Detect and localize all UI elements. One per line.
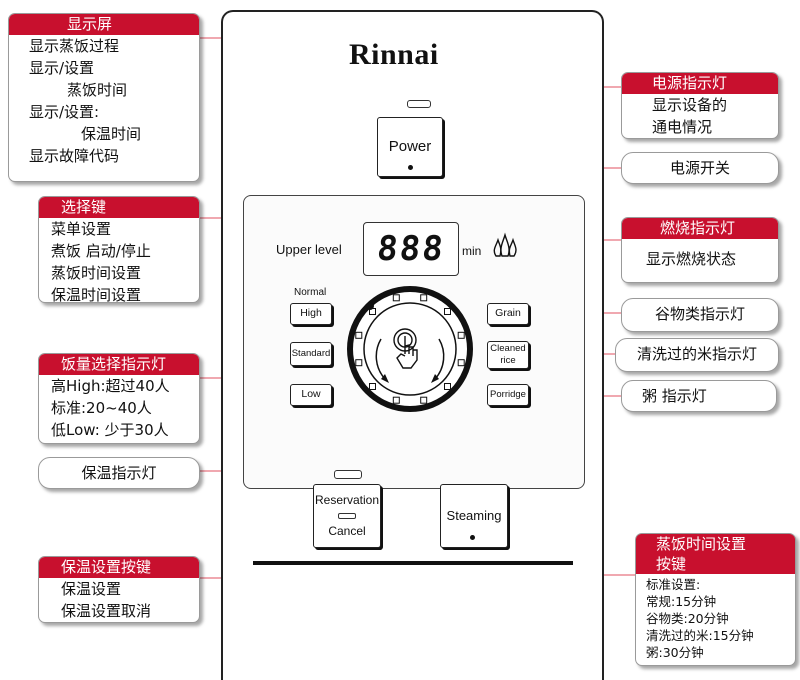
flame-callout-title: 燃烧指示灯 xyxy=(622,218,778,239)
display-line-6: 显示故障代码 xyxy=(29,147,120,165)
select-dial[interactable] xyxy=(345,284,475,414)
cleaned-rice-button[interactable]: Cleaned rice xyxy=(487,341,529,369)
dial-tick xyxy=(420,396,428,404)
porridge-button[interactable]: Porridge xyxy=(487,384,529,406)
steaming-button-dot xyxy=(470,535,475,540)
cleaned-rice-label-1: Cleaned xyxy=(490,343,526,354)
grain-lamp-callout: 谷物类指示灯 xyxy=(621,298,779,332)
standard-button-label: Standard xyxy=(291,348,331,359)
warm-lamp-callout: 保温指示灯 xyxy=(38,457,200,489)
reservation-label: Reservation xyxy=(314,493,380,507)
cancel-label: Cancel xyxy=(328,524,366,538)
display-unit: min xyxy=(462,244,482,258)
power-switch-callout: 电源开关 xyxy=(621,152,779,184)
power-button-label: Power xyxy=(388,138,432,155)
cleaned-rice-lamp-callout: 清洗过的米指示灯 xyxy=(615,338,779,372)
steam-callout-header: 蒸饭时间设置 按键 xyxy=(636,534,795,574)
dial-tick xyxy=(444,383,451,390)
warm-key-line-1: 保温设置 xyxy=(61,580,122,598)
select-callout-title: 选择键 xyxy=(39,197,199,218)
display-line-4: 显示/设置: xyxy=(29,103,100,121)
display-line-2: 显示/设置 xyxy=(29,59,95,77)
dial-tick xyxy=(355,331,363,339)
select-key-callout: 选择键 菜单设置 煮饭 启动/停止 蒸饭时间设置 保温时间设置 xyxy=(38,196,200,303)
flame-callout: 燃烧指示灯 显示燃烧状态 xyxy=(621,217,779,283)
display-line-3: 蒸饭时间 xyxy=(67,81,128,99)
display-line-5: 保温时间 xyxy=(81,125,142,143)
power-indicator-lamp xyxy=(407,100,431,108)
select-line-1: 菜单设置 xyxy=(51,220,112,238)
amount-callout: 饭量选择指示灯 高High:超过40人 标准:20~40人 低Low: 少于30… xyxy=(38,353,200,444)
steam-line-2: 常规:15分钟 xyxy=(646,594,717,609)
select-line-2: 煮饭 启动/停止 xyxy=(51,242,151,260)
warm-indicator-lamp xyxy=(334,470,362,479)
upper-level-label: Upper level xyxy=(276,242,342,257)
dial-tick xyxy=(457,331,465,339)
grain-button[interactable]: Grain xyxy=(487,303,529,325)
low-button-label: Low xyxy=(301,388,321,400)
steam-callout-title-1: 蒸饭时间设置 xyxy=(636,534,795,554)
dial-tick xyxy=(444,308,451,315)
dial-tick xyxy=(392,396,400,404)
select-line-4: 保温时间设置 xyxy=(51,286,142,303)
amount-line-3: 低Low: 少于30人 xyxy=(51,421,169,439)
dial-tick xyxy=(355,359,363,367)
cleaned-rice-label-2: rice xyxy=(500,355,516,366)
power-lamp-line-1: 显示设备的 xyxy=(652,96,728,114)
digital-display: 888 xyxy=(363,222,459,276)
steam-line-3: 谷物类:20分钟 xyxy=(646,611,729,626)
dial-tick xyxy=(369,383,376,390)
dial-indicator-dot xyxy=(366,302,374,310)
warm-key-line-2: 保温设置取消 xyxy=(61,602,152,620)
power-lamp-callout: 电源指示灯 显示设备的 通电情况 xyxy=(621,72,779,139)
amount-line-2: 标准:20~40人 xyxy=(51,399,152,417)
standard-button[interactable]: Standard xyxy=(290,342,332,366)
flame-icon xyxy=(493,232,517,257)
grain-button-label: Grain xyxy=(495,307,521,319)
dial-tick xyxy=(420,294,428,302)
reservation-lamp xyxy=(338,513,356,519)
amount-callout-title: 饭量选择指示灯 xyxy=(39,354,199,375)
dial-tick xyxy=(392,294,400,302)
select-line-3: 蒸饭时间设置 xyxy=(51,264,142,282)
steam-line-4: 清洗过的米:15分钟 xyxy=(646,628,754,643)
steaming-key-callout: 蒸饭时间设置 按键 标准设置: 常规:15分钟 谷物类:20分钟 清洗过的米:1… xyxy=(635,533,796,666)
steam-callout-title-2: 按键 xyxy=(636,554,795,574)
display-digits: 888 xyxy=(375,229,447,269)
power-lamp-line-2: 通电情况 xyxy=(652,118,713,136)
reservation-cancel-button[interactable]: Reservation Cancel xyxy=(313,484,381,548)
dial-tick xyxy=(457,359,465,367)
high-button-label: High xyxy=(300,307,322,319)
steam-line-1: 标准设置: xyxy=(646,577,701,592)
power-lamp-callout-title: 电源指示灯 xyxy=(622,73,778,94)
porridge-button-label: Porridge xyxy=(490,389,526,400)
porridge-lamp-callout: 粥 指示灯 xyxy=(621,380,777,412)
power-button-dot xyxy=(408,165,413,170)
panel-bottom-bar xyxy=(253,561,573,565)
high-button[interactable]: High xyxy=(290,303,332,325)
amount-line-1: 高High:超过40人 xyxy=(51,377,170,395)
warm-key-callout-title: 保温设置按键 xyxy=(39,557,199,578)
touch-hand-icon xyxy=(393,328,418,369)
low-button[interactable]: Low xyxy=(290,384,332,406)
steaming-label: Steaming xyxy=(446,508,502,523)
power-button[interactable]: Power xyxy=(377,117,443,177)
normal-label: Normal xyxy=(294,287,327,298)
steam-line-5: 粥:30分钟 xyxy=(646,645,704,660)
brand-logo: Rinnai xyxy=(349,38,439,71)
display-callout: 显示屏 显示蒸饭过程 显示/设置 蒸饭时间 显示/设置: 保温时间 显示故障代码 xyxy=(8,13,200,182)
flame-line-1: 显示燃烧状态 xyxy=(646,250,737,268)
display-line-1: 显示蒸饭过程 xyxy=(29,37,120,55)
display-callout-title: 显示屏 xyxy=(9,14,199,35)
warm-key-callout: 保温设置按键 保温设置 保温设置取消 xyxy=(38,556,200,623)
